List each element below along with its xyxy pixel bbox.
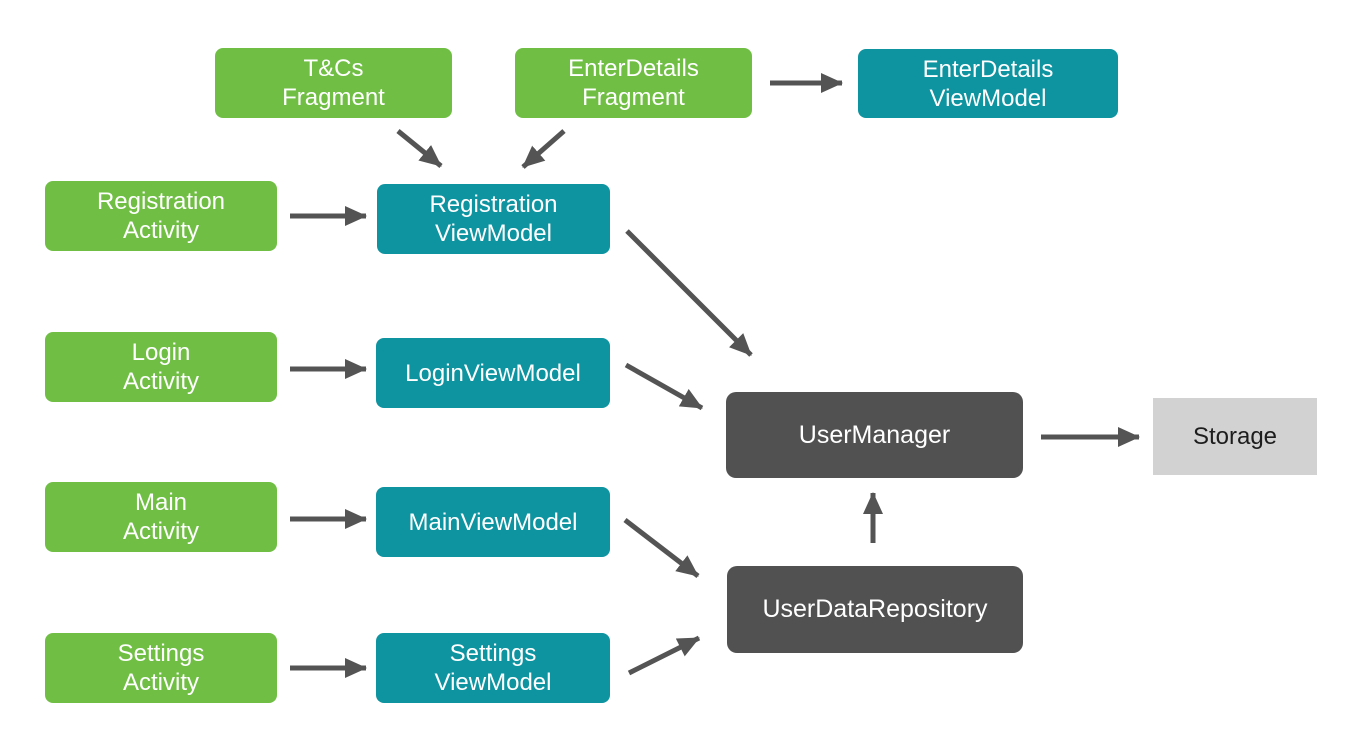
node-main-viewmodel: MainViewModel (376, 487, 610, 557)
node-label-line: EnterDetails (568, 55, 699, 82)
node-label-line: Login (131, 339, 191, 366)
node-label-line: EnterDetails (922, 55, 1054, 83)
node-label-line: Settings (117, 640, 205, 667)
arrow-main-viewmodel-to-user-data-repository (623, 518, 700, 578)
node-user-manager: UserManager (726, 392, 1023, 478)
node-label-line: ViewModel (435, 220, 552, 247)
node-main-activity: Main Activity (45, 482, 277, 552)
node-label-line: Registration (96, 188, 226, 215)
node-label-line: MainViewModel (408, 508, 578, 536)
node-label-line: T&Cs (303, 55, 364, 82)
node-label-line: Activity (122, 217, 199, 244)
node-label-line: Fragment (582, 84, 685, 111)
node-user-data-repository: UserDataRepository (727, 566, 1023, 653)
node-label-line: Registration (429, 191, 558, 218)
node-enterdetails-viewmodel: EnterDetails ViewModel (858, 49, 1118, 118)
node-settings-viewmodel: Settings ViewModel (376, 633, 610, 703)
node-label-line: UserManager (798, 420, 951, 449)
node-label-line: Settings (449, 640, 537, 667)
node-tcs-fragment: T&Cs Fragment (215, 48, 452, 118)
node-label-line: Storage (1192, 423, 1278, 450)
arrow-registration-viewmodel-to-user-manager (625, 229, 753, 357)
node-label-line: LoginViewModel (405, 359, 581, 387)
arrow-login-viewmodel-to-user-manager (624, 362, 704, 411)
node-label-line: ViewModel (929, 84, 1047, 112)
node-login-activity: Login Activity (45, 332, 277, 402)
arrow-tcs-fragment-to-registration-viewmodel (396, 129, 443, 168)
node-label-line: ViewModel (434, 669, 552, 696)
node-label-line: Main (134, 489, 188, 516)
node-settings-activity: Settings Activity (45, 633, 277, 703)
node-login-viewmodel: LoginViewModel (376, 338, 610, 408)
node-label-line: Activity (122, 518, 199, 545)
node-label-line: Fragment (282, 84, 385, 111)
arrow-enterdetails-fragment-to-registration-viewmodel (521, 129, 566, 169)
node-enterdetails-fragment: EnterDetails Fragment (515, 48, 752, 118)
node-label-line: UserDataRepository (762, 595, 988, 623)
node-label-line: Activity (122, 368, 199, 395)
node-registration-viewmodel: Registration ViewModel (377, 184, 610, 254)
arrow-settings-viewmodel-to-user-data-repository (627, 635, 701, 676)
node-storage: Storage (1153, 398, 1317, 475)
node-label-line: Activity (122, 669, 199, 696)
node-registration-activity: Registration Activity (45, 181, 277, 251)
